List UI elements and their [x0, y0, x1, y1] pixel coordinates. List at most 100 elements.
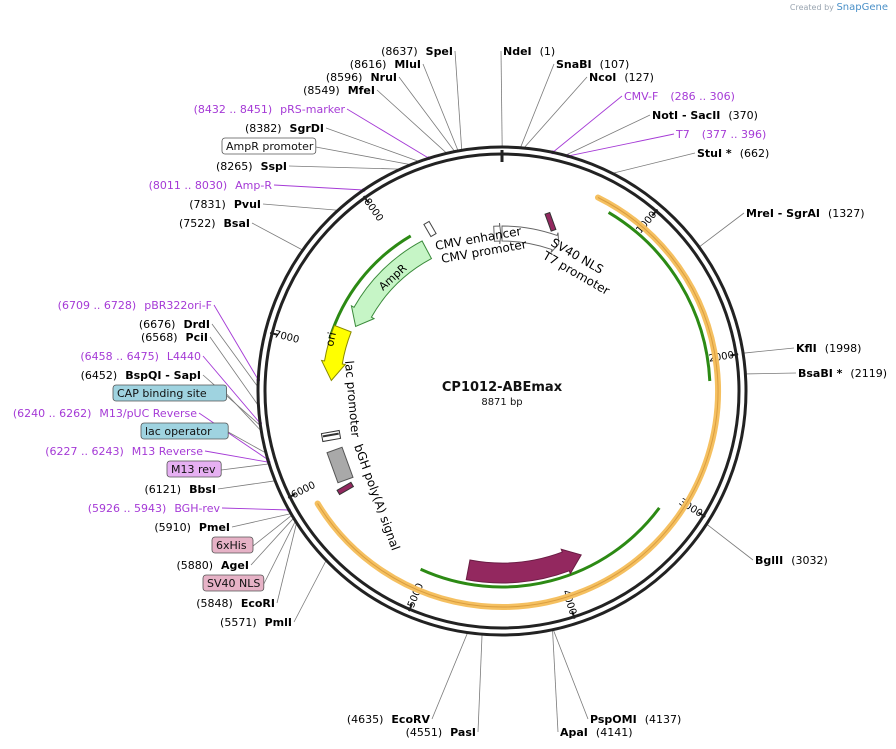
enzyme-location: (1) [540, 45, 556, 58]
feature-box [211, 536, 254, 554]
enzyme-site-label[interactable]: (7522)BsaI [179, 217, 250, 230]
feature-box-label[interactable]: CAP binding site [117, 387, 207, 400]
leader-line [262, 203, 339, 211]
bgh-polya-feature[interactable] [326, 446, 354, 484]
enzyme-site-label[interactable]: (8596)NruI [326, 71, 397, 84]
feature-box-label[interactable]: lac operator [145, 425, 212, 438]
enzyme-site-label[interactable]: (5848)EcoRI [196, 597, 275, 610]
enzyme-site-label[interactable]: (8616)MluI [350, 58, 421, 71]
enzyme-site-label[interactable]: BglII(3032) [755, 554, 828, 567]
enzyme-location: (4551) [406, 726, 443, 739]
enzyme-name: BsaI [224, 217, 250, 230]
primer-leader [204, 450, 269, 463]
primer-label[interactable]: (6458 .. 6475)L4440 [80, 350, 201, 363]
cas9-feature[interactable] [465, 548, 582, 584]
enzyme-site-label[interactable]: (8382)SgrDI [245, 122, 324, 135]
ampr-feature[interactable] [350, 240, 433, 328]
enzyme-location: (8549) [303, 84, 340, 97]
enzyme-location: (6121) [145, 483, 182, 496]
orf-arrow-right-top[interactable] [607, 211, 712, 382]
enzyme-site-label[interactable]: (7831)PvuI [189, 198, 261, 211]
bgh-marker[interactable] [336, 481, 355, 496]
leader-line [250, 517, 294, 566]
enzyme-site-label[interactable]: MreI - SgrAI (1327) [746, 207, 865, 220]
enzyme-location: (5910) [154, 521, 191, 534]
features-layer [314, 194, 721, 610]
enzyme-location: (107) [600, 58, 630, 71]
feature-leader [221, 463, 270, 471]
feature-box [112, 384, 227, 402]
enzyme-site-label[interactable]: (5880)AgeI [176, 559, 249, 572]
leader-line [520, 63, 555, 148]
primer-label[interactable]: (8432 .. 8451)pRS-marker [194, 103, 346, 116]
primer-label[interactable]: (6709 .. 6728)pBR322ori-F [58, 299, 212, 312]
leader-line [565, 114, 651, 156]
enzyme-site-label[interactable]: (6568)PciI [141, 331, 208, 344]
sv40-marker[interactable] [544, 211, 557, 232]
enzyme-name: NcoI [589, 71, 616, 84]
ampr-promoter-marker[interactable] [423, 220, 437, 238]
snapgene-logo-text: SnapGene [836, 2, 888, 13]
ori-label: ori [323, 331, 339, 348]
enzyme-site-label[interactable]: (5571)PmlI [220, 616, 292, 629]
enzyme-name: MfeI [348, 84, 375, 97]
enzyme-location: (370) [728, 109, 758, 122]
primer-label[interactable]: (6240 .. 6262)M13/pUC Reverse [13, 407, 197, 420]
leader-line [217, 480, 276, 490]
leader-line [211, 323, 259, 388]
enzyme-site-label[interactable]: BsaBI *(2119) [798, 367, 887, 380]
snapgene-credit: Created by SnapGene [790, 2, 888, 13]
enzyme-name: NruI [370, 71, 397, 84]
enzyme-site-label[interactable]: (8549) MfeI [303, 84, 375, 97]
enzyme-site-label[interactable]: NcoI (127) [589, 71, 654, 84]
leader-line [745, 372, 797, 375]
enzyme-site-label[interactable]: (6121) BbsI [145, 483, 216, 496]
enzyme-site-label[interactable]: PspOMI(4137) [590, 713, 681, 726]
enzyme-name: BbsI [189, 483, 216, 496]
enzyme-site-label[interactable]: (6452)BspQI - SapI [81, 369, 201, 382]
feature-box-label[interactable]: M13 rev [171, 463, 216, 476]
enzyme-site-label[interactable]: (4551)PasI [406, 726, 476, 739]
enzyme-name: KflI [796, 342, 817, 355]
primer-label[interactable]: CMV-F(286 .. 306) [624, 90, 735, 103]
enzyme-location: (127) [624, 71, 654, 84]
enzyme-site-label[interactable]: SnaBI(107) [556, 58, 629, 71]
enzyme-site-label[interactable]: KflI(1998) [796, 342, 861, 355]
leader-line [743, 347, 795, 354]
plasmid-name: CP1012-ABEmax [442, 380, 563, 395]
orf-arrow-right-bottom[interactable] [419, 507, 661, 589]
enzyme-site-label[interactable]: StuI *(662) [697, 147, 769, 160]
primer-leader [552, 95, 623, 153]
primer-label[interactable]: (6227 .. 6243)M13 Reverse [45, 445, 203, 458]
leader-line [325, 127, 420, 162]
tick-label: 6000 [290, 480, 318, 501]
enzyme-site-label[interactable]: (4635)EcoRV [347, 713, 431, 726]
cmv-promoter-feature[interactable] [493, 222, 560, 253]
backbone-ring [256, 145, 748, 637]
tick-mark [651, 208, 659, 217]
feature-box-label[interactable]: SV40 NLS [207, 577, 260, 590]
primer-label[interactable]: T7(377 .. 396) [675, 128, 766, 141]
primer-label[interactable]: (8011 .. 8030)Amp-R [149, 179, 273, 192]
orf-arrow-ampr[interactable] [328, 234, 412, 340]
feature-box-label[interactable]: 6xHis [216, 539, 247, 552]
feature-box-label[interactable]: AmpR promoter [226, 140, 314, 153]
enzyme-name: PciI [186, 331, 208, 344]
enzyme-name: NotI - SacII [652, 109, 720, 122]
leader-line [477, 634, 483, 733]
primer-label[interactable]: (5926 .. 5943)BGH-rev [88, 502, 221, 515]
enzyme-site-label[interactable]: (8637)SpeI [381, 45, 453, 58]
ori-feature[interactable] [320, 324, 352, 382]
leader-line [706, 523, 754, 561]
enzyme-site-label[interactable]: NdeI(1) [503, 45, 555, 58]
enzyme-site-label[interactable]: (5910)PmeI [154, 521, 230, 534]
enzyme-name: MreI - SgrAI [746, 207, 820, 220]
plasmid-size: 8871 bp [481, 397, 522, 408]
enzyme-site-label[interactable]: (6676)DrdI [139, 318, 210, 331]
enzyme-site-label[interactable]: ApaI(4141) [560, 726, 632, 739]
enzyme-site-label[interactable]: NotI - SacII (370) [652, 109, 758, 122]
enzyme-name: PspOMI [590, 713, 637, 726]
enzyme-site-label[interactable]: (8265)SspI [216, 160, 287, 173]
enzyme-location: (1327) [828, 207, 865, 220]
